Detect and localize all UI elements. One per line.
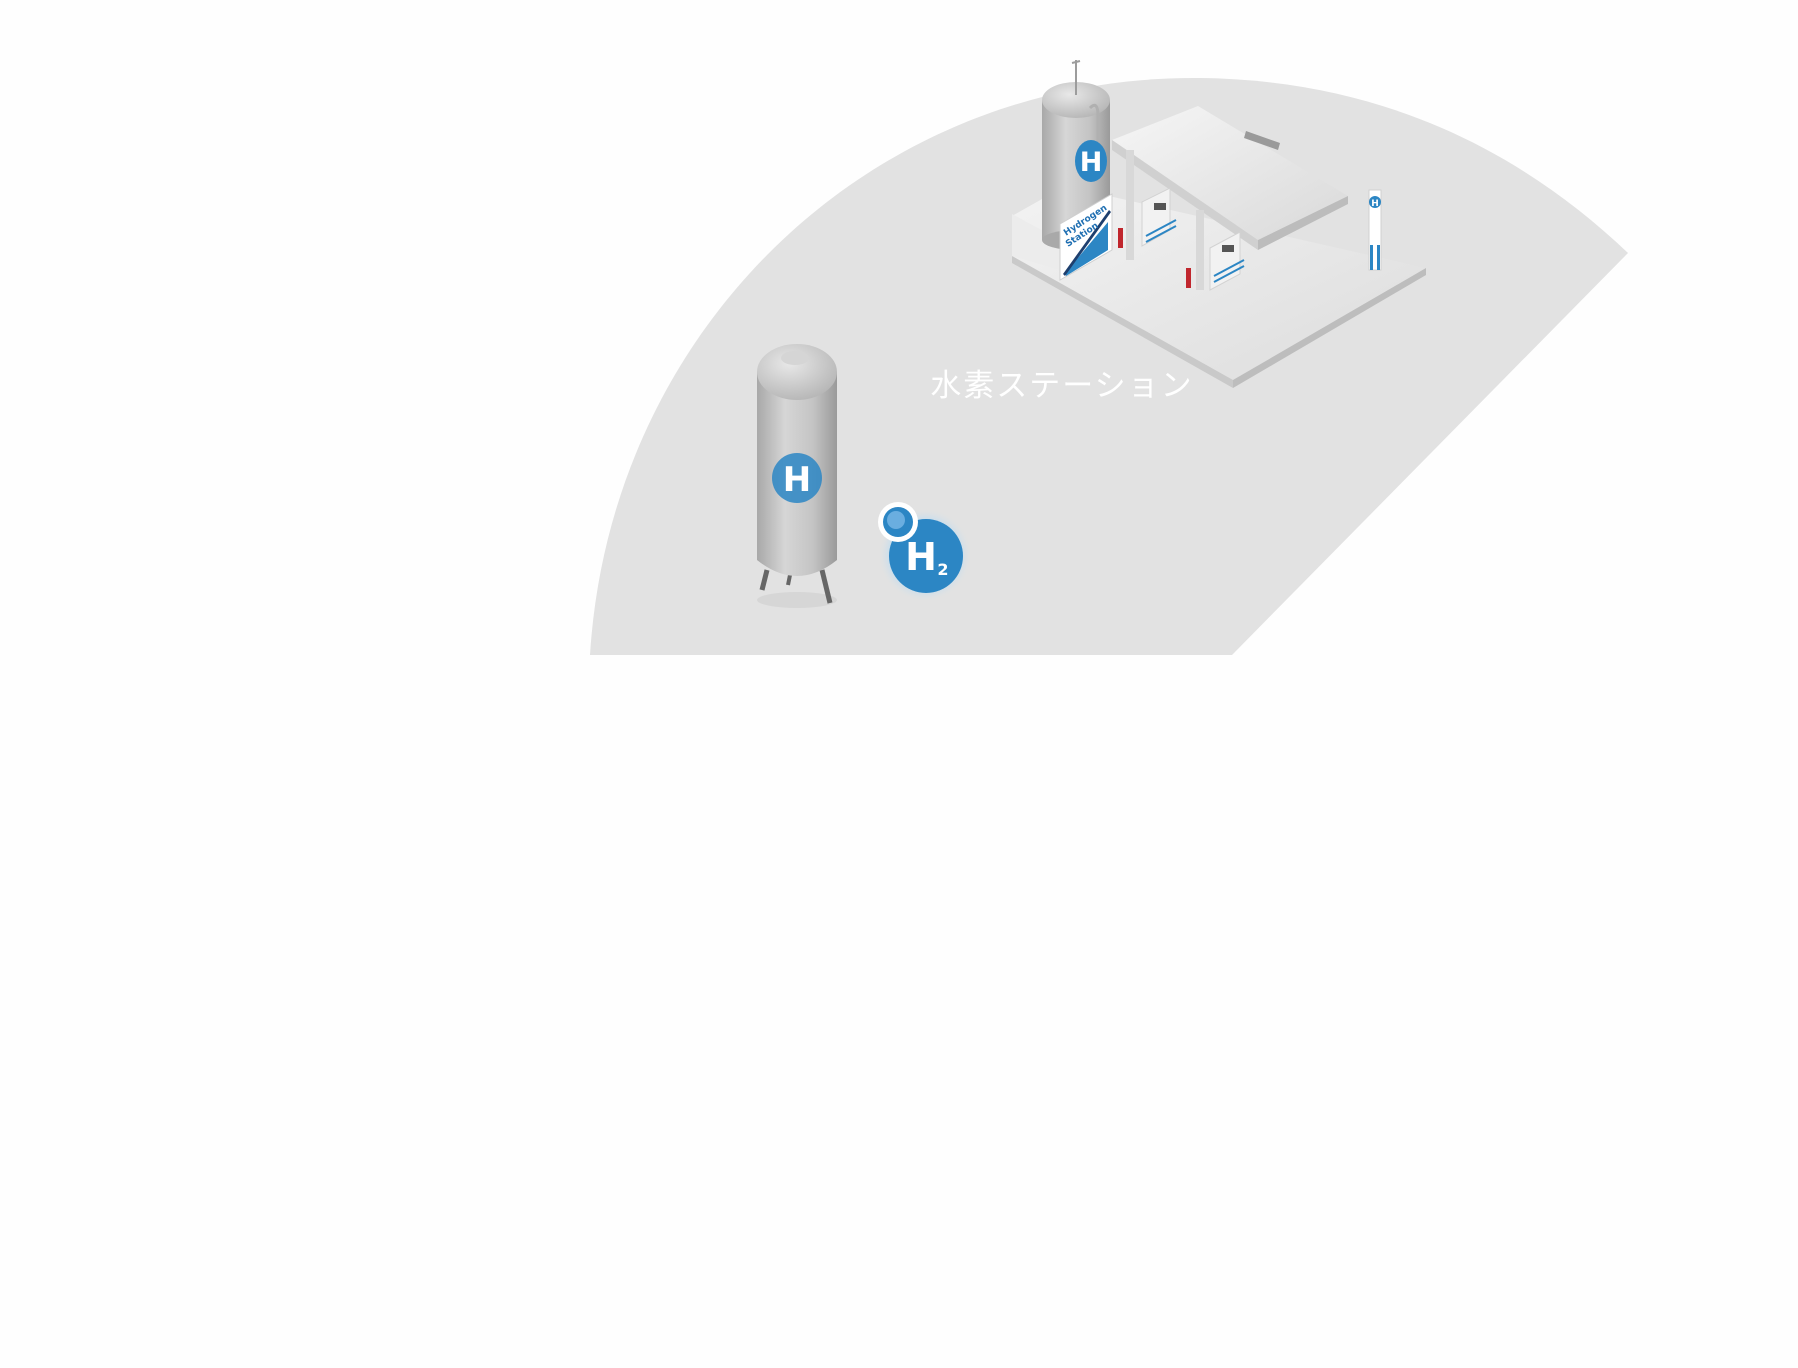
tower-h-badge-text: H — [1080, 147, 1103, 178]
station-sign: Hydrogen Station — [1059, 193, 1113, 281]
h2-symbol-text: H — [905, 535, 937, 579]
h-pole-sign: H — [1368, 189, 1382, 271]
storage-tank: H — [757, 344, 837, 608]
h2-molecule-icon: H 2 — [878, 502, 972, 602]
canopy — [1112, 106, 1348, 290]
tower-h-badge — [1075, 140, 1107, 182]
station-label: 水素ステーション — [930, 368, 1194, 404]
dispenser-1 — [1118, 187, 1177, 248]
h2-subscript-text: 2 — [937, 560, 948, 579]
pole-h-badge-text: H — [1371, 199, 1379, 209]
dispenser-2 — [1186, 231, 1245, 291]
hydrogen-station: H Hydrogen Station — [1012, 60, 1426, 388]
tank-h-badge — [772, 453, 822, 503]
tank-h-badge-text: H — [783, 460, 811, 500]
